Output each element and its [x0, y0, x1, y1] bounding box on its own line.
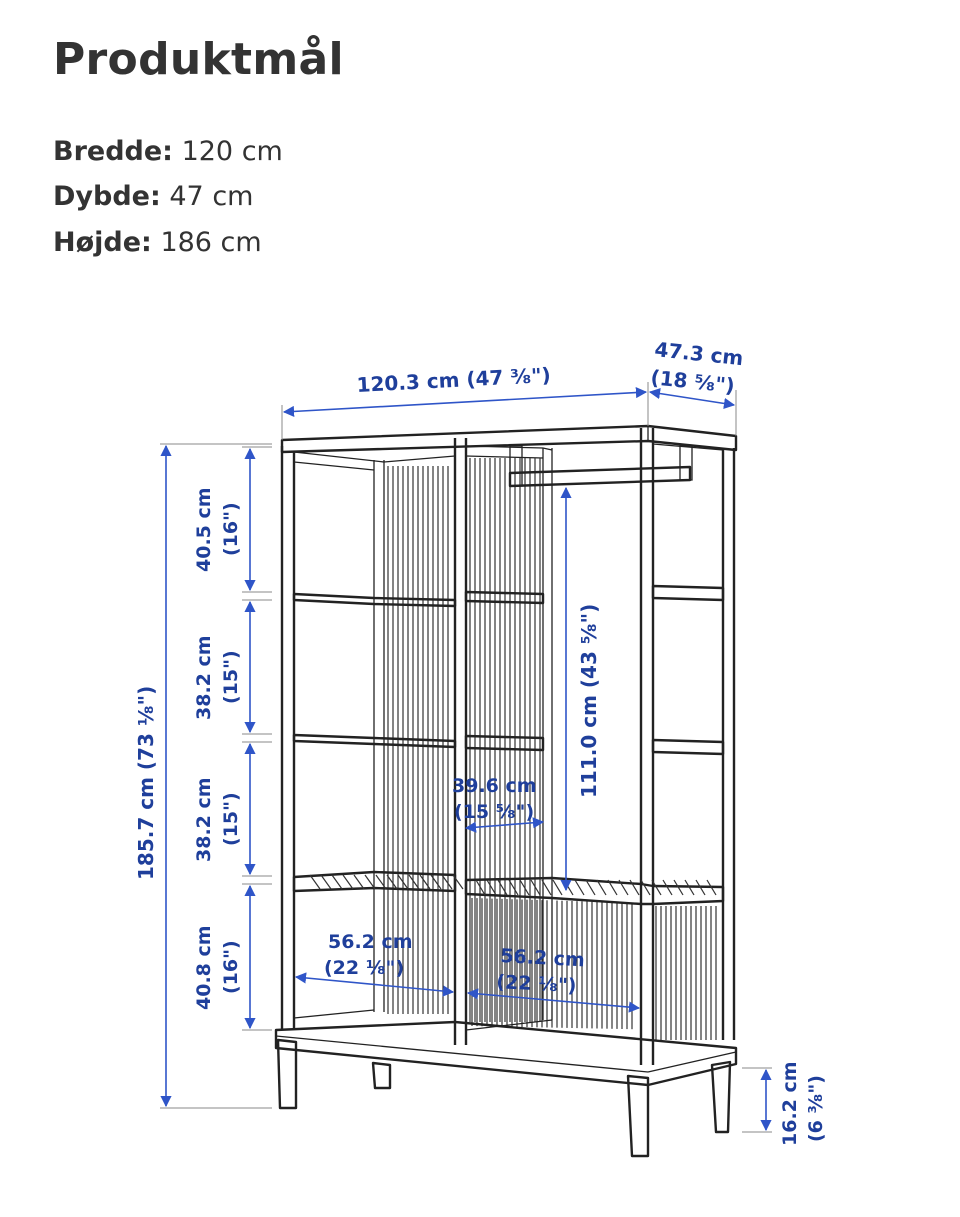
shelf-2-cm: 38.2 cm — [193, 635, 215, 720]
shelf-4-cm: 40.8 cm — [193, 925, 215, 1010]
left-compartment-width-cm: 56.2 cm — [328, 931, 413, 953]
leg-height-cm: 16.2 cm — [779, 1061, 801, 1146]
shelf-slat-line — [651, 879, 662, 896]
shelf-slat-line — [706, 879, 717, 896]
shelf-slat-line — [519, 879, 530, 896]
shelf-3-cm: 38.2 cm — [193, 777, 215, 862]
right-compartment-width-inch: (22 ¹⁄₈") — [496, 971, 577, 997]
dimension-lines — [160, 382, 772, 1133]
spec-height-value: 186 cm — [160, 227, 262, 258]
shelf-slat-line — [408, 874, 420, 890]
shelf-slat-line — [640, 879, 651, 896]
inner-shelf-width-cm: 39.6 cm — [452, 775, 537, 797]
front-slats-right — [471, 898, 717, 1040]
shelf-slat-line — [486, 879, 497, 896]
shelf-slat-line — [342, 874, 354, 890]
overall-height-label: 185.7 cm (73 ¹⁄₈") — [134, 686, 158, 880]
shelf-slat-line — [497, 879, 508, 896]
shelf-3-inch: (15") — [220, 792, 242, 846]
shelf-slat-line — [618, 879, 629, 896]
shelf-slat-line — [397, 874, 409, 890]
shelf-slat-line — [320, 874, 332, 890]
shelf-2-inch: (15") — [220, 650, 242, 704]
hanging-height-label: 111.0 cm (43 ⁵⁄₈") — [577, 604, 601, 798]
cabinet-drawing — [274, 424, 738, 1158]
spec-depth-value: 47 cm — [169, 181, 254, 212]
spec-height: Højde: 186 cm — [53, 227, 262, 258]
shelf-slat-line — [331, 874, 343, 890]
shelf-slat-line — [386, 874, 398, 890]
shelf-slat-line — [441, 874, 453, 890]
shelf-slat-line — [508, 879, 519, 896]
spec-depth: Dybde: 47 cm — [53, 181, 253, 212]
shelf-slat-line — [309, 874, 321, 890]
left-compartment-width-inch: (22 ¹⁄₈") — [324, 957, 404, 979]
spec-width-value: 120 cm — [181, 136, 283, 167]
dimension-labels: 120.3 cm (47 ³⁄₈") 47.3 cm (18 ⁵⁄₈") 185… — [134, 337, 827, 1146]
inner-shelf-width-inch: (15 ⁵⁄₈") — [454, 801, 534, 823]
shelf-slat-line — [452, 874, 464, 890]
spec-width: Bredde: 120 cm — [53, 136, 283, 167]
leg-height-inch: (6 ³⁄₈") — [805, 1075, 827, 1142]
shelf-slat-line — [574, 879, 585, 896]
shelf-slats — [309, 874, 717, 896]
shelf-slat-line — [364, 874, 376, 890]
shelf-slat-line — [695, 879, 706, 896]
right-compartment-width-cm: 56.2 cm — [500, 945, 586, 971]
overall-width-label: 120.3 cm (47 ³⁄₈") — [356, 363, 551, 397]
shelf-slat-line — [629, 879, 640, 896]
shelf-slat-line — [541, 879, 552, 896]
shelf-1-cm: 40.5 cm — [193, 487, 215, 572]
spec-depth-label: Dybde: — [53, 181, 161, 212]
shelf-slat-line — [530, 879, 541, 896]
shelf-slat-line — [430, 874, 442, 890]
shelf-slat-line — [475, 879, 486, 896]
shelf-slat-line — [607, 879, 618, 896]
shelf-4-inch: (16") — [220, 940, 242, 994]
shelf-slat-line — [552, 879, 563, 896]
shelf-slat-line — [684, 879, 695, 896]
shelf-slat-line — [662, 879, 673, 896]
shelf-slat-line — [353, 874, 365, 890]
shelf-slat-line — [375, 874, 387, 890]
shelf-slat-line — [673, 879, 684, 896]
spec-height-label: Højde: — [53, 227, 152, 258]
overall-depth-cm: 47.3 cm — [653, 337, 744, 370]
shelf-slat-line — [596, 879, 607, 896]
shelf-slat-line — [419, 874, 431, 890]
page-title: Produktmål — [53, 34, 344, 85]
shelf-1-inch: (16") — [220, 502, 242, 556]
spec-width-label: Bredde: — [53, 136, 173, 167]
overall-depth-inch: (18 ⁵⁄₈") — [649, 365, 735, 398]
shelf-slat-line — [585, 879, 596, 896]
back-slats-middle — [469, 458, 541, 1022]
